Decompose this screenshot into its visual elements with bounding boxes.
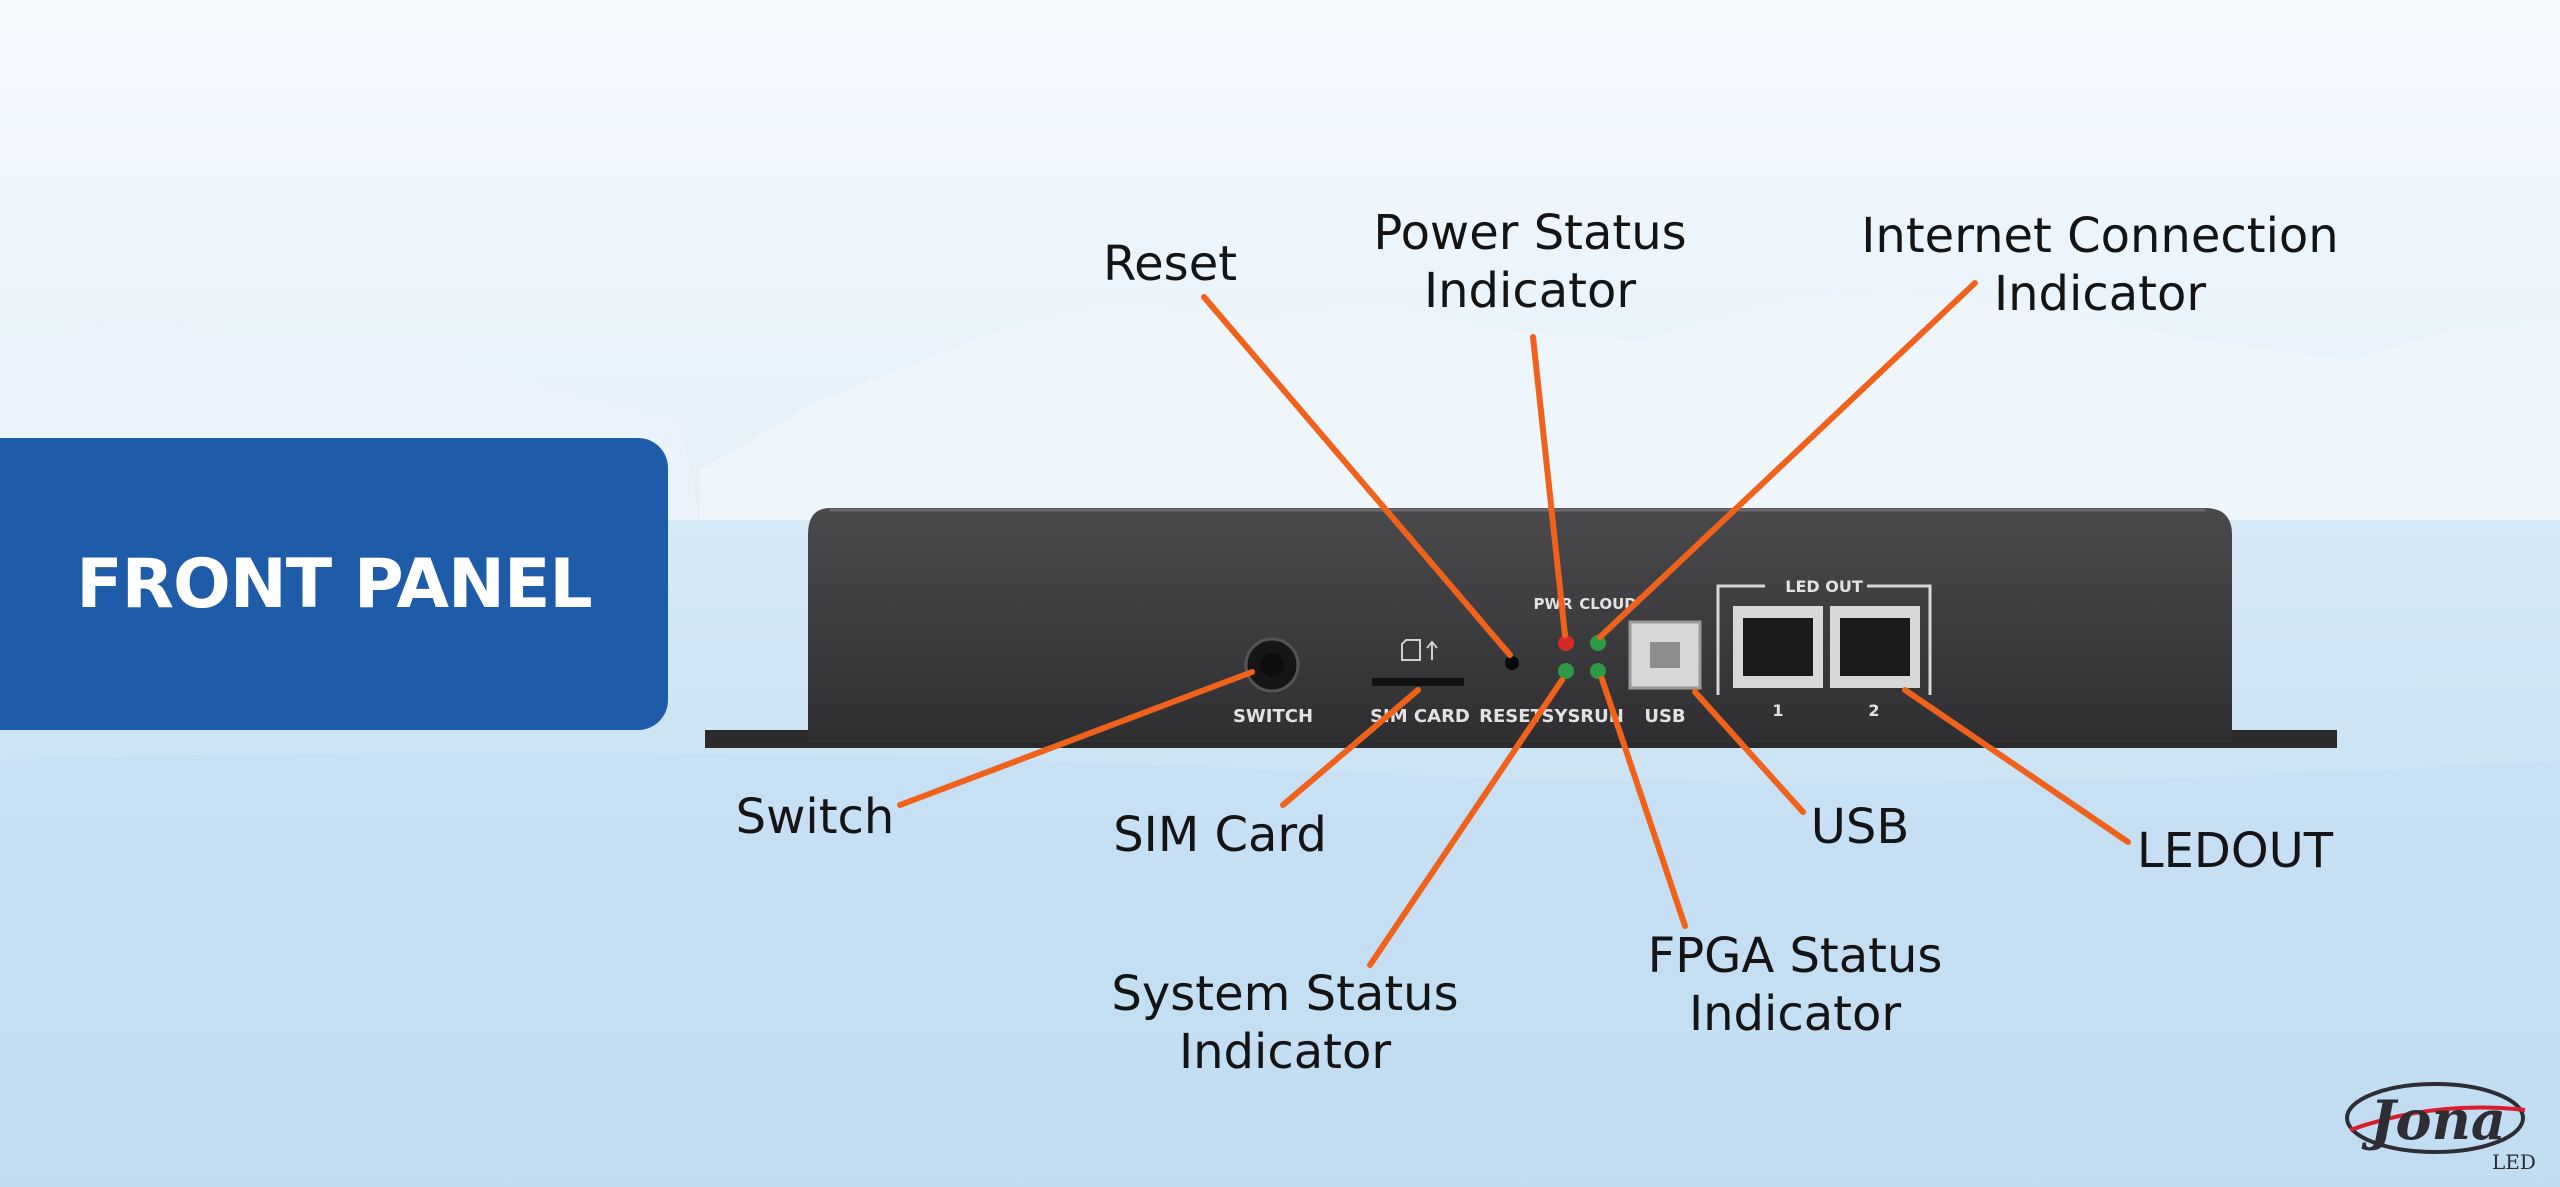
callout-ledout: LEDOUT <box>2130 822 2340 880</box>
leader-power-status <box>1530 334 1568 638</box>
callout-system-status-line-2: Indicator <box>1178 1024 1392 1080</box>
silk-port-1: 1 <box>1772 701 1783 720</box>
leader-lines <box>897 280 2131 968</box>
callout-switch: Switch <box>720 788 910 846</box>
callout-usb: USB <box>1790 798 1930 856</box>
logo-brand: Jona <box>2370 1088 2506 1152</box>
leader-usb <box>1692 689 1806 815</box>
silk-sys: SYS <box>1542 706 1581 727</box>
leader-reset <box>1201 294 1513 658</box>
water-reflection <box>0 752 2560 1187</box>
title-panel: FRONT PANEL <box>0 438 668 730</box>
callout-power-status-line-2: Indicator <box>1423 263 1637 319</box>
silk-switch: SWITCH <box>1233 706 1313 727</box>
sim-slot <box>1372 678 1464 686</box>
leader-internet-connection <box>1597 280 1978 640</box>
led-sys <box>1558 663 1574 679</box>
led-run <box>1590 663 1606 679</box>
logo-swoosh <box>2345 1082 2526 1154</box>
reset-hole <box>1505 656 1519 670</box>
brand-logo: Jona LED <box>2340 1070 2540 1180</box>
callout-internet-connection: Internet Connection Indicator <box>1820 207 2380 323</box>
callout-fpga-status-line-1: FPGA Status <box>1647 928 1943 984</box>
iceberg-center <box>700 290 2560 530</box>
page-title: FRONT PANEL <box>76 544 593 624</box>
callout-switch-line-1: Switch <box>735 789 895 845</box>
silk-usb: USB <box>1644 706 1685 727</box>
callout-internet-connection-line-2: Indicator <box>1993 266 2207 322</box>
leader-system-status <box>1367 677 1565 968</box>
device: SWITCH SIM CARD RESET PWR CLOUD SYS RUN … <box>705 508 2337 748</box>
callout-system-status-line-1: System Status <box>1111 966 1459 1022</box>
silk-pwr: PWR <box>1533 595 1573 613</box>
rj45-port-2-inner <box>1840 618 1910 676</box>
silk-reset: RESET <box>1479 706 1543 727</box>
silk-led-out: LED OUT <box>1785 577 1863 596</box>
led-pwr <box>1558 635 1574 651</box>
silk-port-2: 2 <box>1868 701 1879 720</box>
callout-power-status-line-1: Power Status <box>1373 205 1687 261</box>
leader-sim-card <box>1280 687 1421 808</box>
logo-sub: LED <box>2492 1150 2536 1174</box>
sim-icon <box>1401 639 1421 661</box>
callout-sim-card: SIM Card <box>1090 806 1350 864</box>
callout-reset-line-1: Reset <box>1102 236 1238 292</box>
callout-usb-line-1: USB <box>1810 799 1910 855</box>
callout-power-status: Power Status Indicator <box>1340 204 1720 320</box>
sim-arrow-icon <box>1426 640 1438 660</box>
led-out-frame <box>1716 584 1932 695</box>
callout-fpga-status: FPGA Status Indicator <box>1625 927 1965 1043</box>
switch-knob-inner <box>1260 653 1284 677</box>
callout-sim-card-line-1: SIM Card <box>1113 807 1327 863</box>
leader-fpga-status <box>1599 676 1688 929</box>
silk-cloud: CLOUD <box>1579 595 1636 613</box>
callout-ledout-line-1: LEDOUT <box>2136 823 2334 879</box>
callout-fpga-status-line-2: Indicator <box>1688 986 1902 1042</box>
callout-system-status: System Status Indicator <box>1085 965 1485 1081</box>
callout-internet-connection-line-1: Internet Connection <box>1861 208 2339 264</box>
logo-wordmark: Jona <box>2370 1088 2506 1152</box>
usb-port-inner <box>1650 642 1680 668</box>
rj45-port-1-inner <box>1743 618 1813 676</box>
callout-reset: Reset <box>1080 235 1260 293</box>
leader-ledout <box>1902 687 2131 845</box>
leader-switch <box>897 669 1255 808</box>
